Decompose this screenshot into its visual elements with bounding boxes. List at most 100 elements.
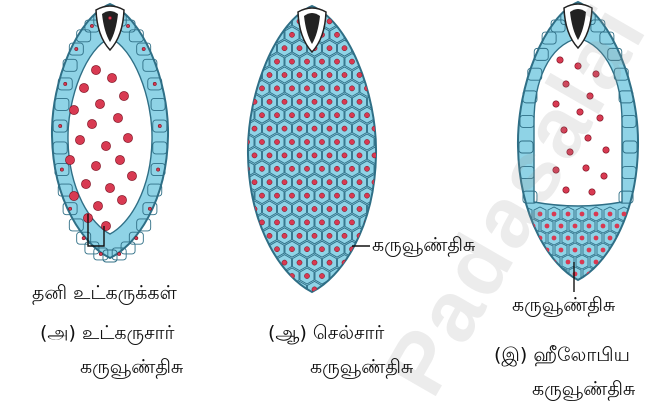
cell-nucleus <box>387 260 392 265</box>
cell-nucleus <box>379 113 384 118</box>
endosperm-cell <box>383 40 397 56</box>
endosperm-cell <box>375 188 389 204</box>
endosperm-cell <box>240 27 254 43</box>
cell-nucleus <box>252 287 257 292</box>
endosperm-cell <box>240 54 254 70</box>
cell-nucleus <box>357 153 362 158</box>
cell-nucleus <box>282 180 287 185</box>
cell-nucleus <box>229 113 234 118</box>
cell-nucleus <box>319 86 324 91</box>
free-nucleus <box>601 173 607 179</box>
endosperm-cell <box>368 281 382 297</box>
cell-nucleus <box>237 206 242 211</box>
cell-nucleus <box>387 19 392 24</box>
cell-nucleus <box>252 72 257 77</box>
free-nucleus <box>115 155 124 164</box>
endosperm-cell <box>233 174 247 190</box>
chalazal-cell <box>625 243 637 257</box>
cell-nucleus <box>357 46 362 51</box>
cell-nucleus <box>379 86 384 91</box>
caption-c-line1: (இ) ஹீலோபிய <box>494 344 630 366</box>
free-nucleus <box>91 65 100 74</box>
endosperm-cell <box>248 281 262 297</box>
cell-nucleus <box>379 139 384 144</box>
free-nucleus <box>553 101 559 107</box>
cell-nucleus <box>357 260 362 265</box>
wall-nucleus <box>118 252 121 255</box>
cell-nucleus <box>319 220 324 225</box>
chalazal-cell <box>555 267 567 281</box>
cell-nucleus <box>274 59 279 64</box>
cell-nucleus <box>319 273 324 278</box>
cell-nucleus <box>319 247 324 252</box>
endosperm-cell <box>383 94 397 110</box>
cell-nucleus <box>237 99 242 104</box>
cell-nucleus <box>229 59 234 64</box>
cell-nucleus <box>274 220 279 225</box>
endosperm-cell <box>270 0 284 16</box>
cell-nucleus <box>566 212 571 217</box>
cell-nucleus <box>552 236 557 241</box>
endosperm-cell <box>375 214 389 230</box>
endosperm-cell <box>353 13 367 29</box>
cell-nucleus <box>364 113 369 118</box>
endosperm-cell <box>233 147 247 163</box>
free-nucleus <box>593 71 599 77</box>
endosperm-cell <box>338 13 352 29</box>
cell-nucleus <box>274 193 279 198</box>
free-nucleus <box>117 195 126 204</box>
cell-nucleus <box>349 139 354 144</box>
cell-nucleus <box>517 272 522 277</box>
cell-nucleus <box>342 19 347 24</box>
cell-nucleus <box>244 193 249 198</box>
wall-nucleus <box>148 207 151 210</box>
endosperm-cell <box>248 40 262 56</box>
caption-c-line2: கருவூண்திசு <box>532 378 635 400</box>
endosperm-cell <box>338 281 352 297</box>
cell-nucleus <box>387 153 392 158</box>
chalazal-cell <box>506 207 518 221</box>
cell-nucleus <box>259 113 264 118</box>
cell-nucleus <box>252 260 257 265</box>
cell-nucleus <box>237 287 242 292</box>
cell-nucleus <box>252 126 257 131</box>
cell-nucleus <box>510 260 515 265</box>
cell-nucleus <box>552 212 557 217</box>
cell-nucleus <box>282 46 287 51</box>
cell-nucleus <box>244 273 249 278</box>
endosperm-cell <box>375 107 389 123</box>
cell-nucleus <box>304 166 309 171</box>
chalazal-cell <box>534 255 546 269</box>
endosperm-cell <box>225 188 239 204</box>
chalazal-cell <box>541 267 553 281</box>
cell-nucleus <box>387 180 392 185</box>
cell-nucleus <box>267 233 272 238</box>
cell-nucleus <box>334 113 339 118</box>
cell-nucleus <box>334 247 339 252</box>
caption-b-line2: கருவூண்திசு <box>310 356 413 378</box>
caption-a-line2: கருவூண்திசு <box>80 356 183 378</box>
cell-nucleus <box>237 72 242 77</box>
cell-nucleus <box>327 287 332 292</box>
cell-nucleus <box>387 126 392 131</box>
wall-nucleus <box>158 124 161 127</box>
cell-nucleus <box>636 236 641 241</box>
free-nucleus <box>585 135 591 141</box>
cell-nucleus <box>297 72 302 77</box>
cell-nucleus <box>334 166 339 171</box>
cell-nucleus <box>282 126 287 131</box>
cell-nucleus <box>252 180 257 185</box>
endosperm-cell <box>263 281 277 297</box>
endosperm-cell <box>360 27 374 43</box>
endosperm-cell <box>383 174 397 190</box>
wall-nucleus <box>126 24 129 27</box>
chalazal-cell <box>506 231 518 245</box>
cell-nucleus <box>580 236 585 241</box>
cell-nucleus <box>304 220 309 225</box>
cell-nucleus <box>304 193 309 198</box>
wall-nucleus <box>82 237 85 240</box>
endosperm-cell <box>233 67 247 83</box>
wall-nucleus <box>108 16 111 19</box>
cell-nucleus <box>615 224 620 229</box>
cell-nucleus <box>349 32 354 37</box>
